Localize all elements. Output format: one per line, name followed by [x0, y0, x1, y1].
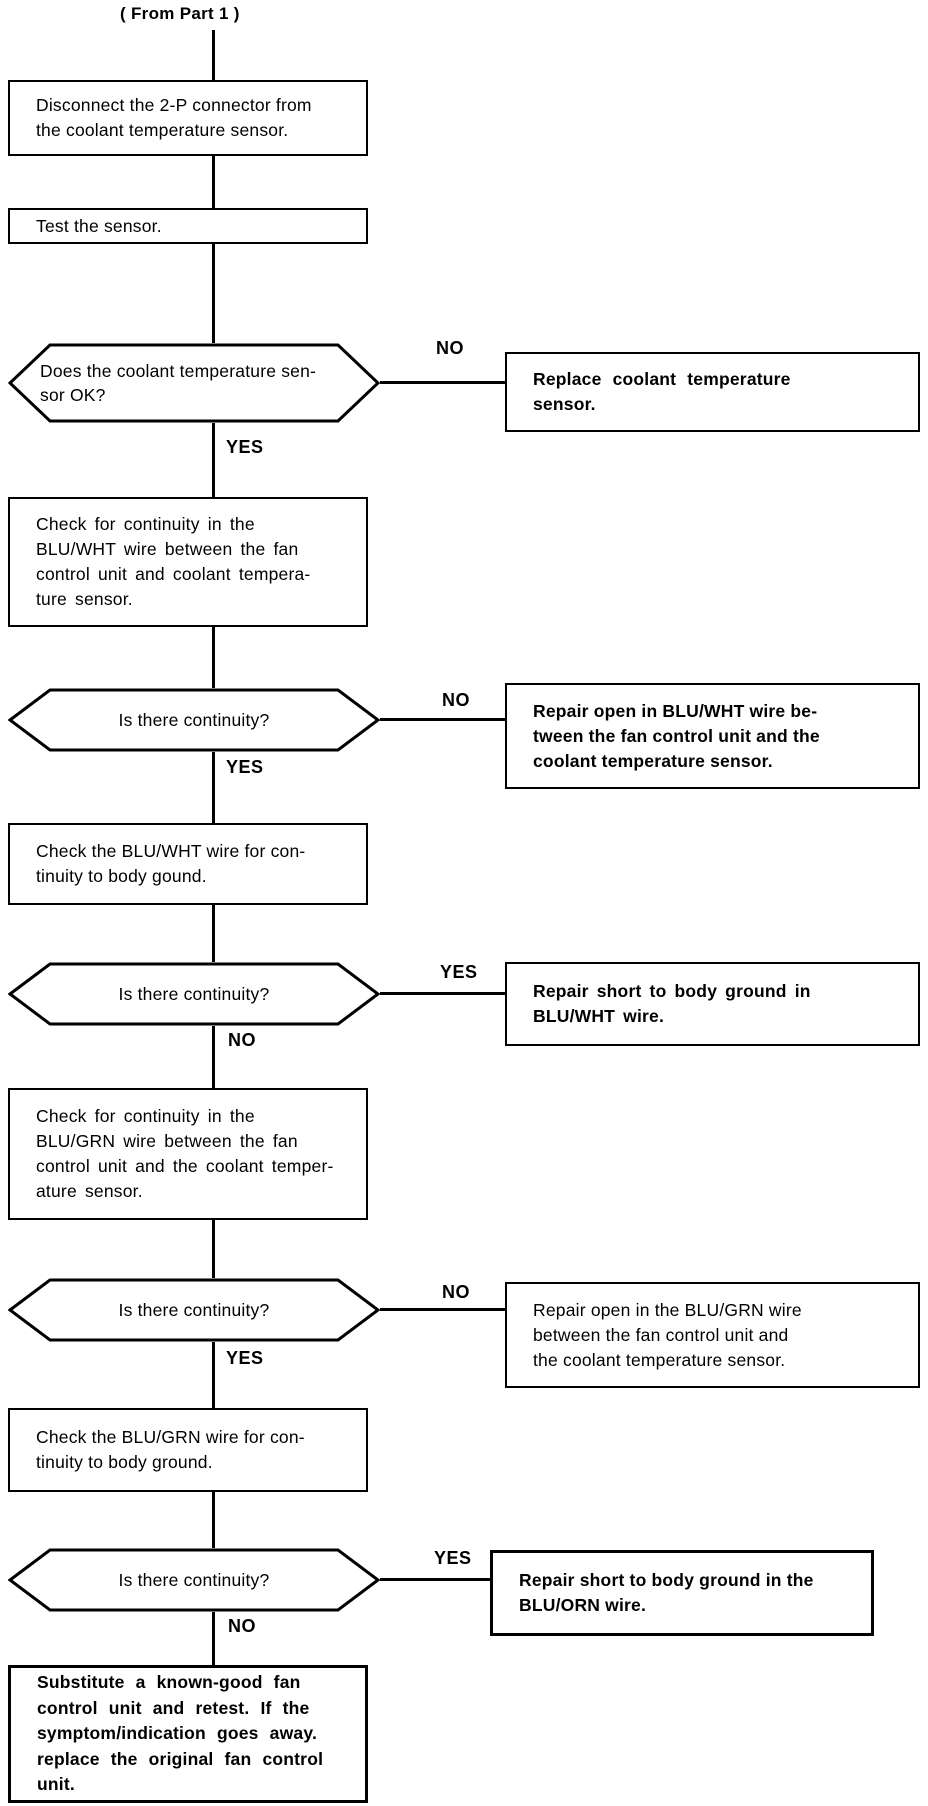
connector-line [212, 752, 215, 823]
connector-line [212, 1026, 215, 1088]
branch-label-yes: YES [226, 1348, 264, 1368]
branch-label-yes: YES [226, 757, 264, 777]
connector-line [212, 627, 215, 688]
connector-line [212, 156, 215, 208]
hexagon-shape [8, 688, 380, 752]
connector-line [380, 992, 505, 995]
hexagon-shape [8, 962, 380, 1026]
connector-line [212, 244, 215, 343]
connector-line [212, 1492, 215, 1548]
decision-sensor-ok: Does the coolant temperature sen- sor OK… [8, 343, 380, 423]
branch-label-no: NO [228, 1616, 256, 1636]
decision-continuity-4: Is there continuity? [8, 1548, 380, 1612]
connector-line [212, 423, 215, 497]
process-test-sensor: Test the sensor. [8, 208, 368, 244]
connector-line [380, 1578, 490, 1581]
decision-continuity-3: Is there continuity? [8, 1278, 380, 1342]
action-repair-short-blu-orn: Repair short to body ground in the BLU/O… [490, 1550, 874, 1636]
action-repair-open-blu-grn: Repair open in the BLU/GRN wire between … [505, 1282, 920, 1388]
process-substitute-fan-control-unit: Substitute a known-good fan control unit… [8, 1665, 368, 1803]
branch-label-yes: YES [440, 962, 478, 982]
connector-line [380, 718, 505, 721]
branch-label-no: NO [436, 338, 464, 358]
connector-line [212, 1342, 215, 1408]
connector-line [212, 30, 215, 80]
process-check-continuity-blu-grn: Check for continuity in the BLU/GRN wire… [8, 1088, 368, 1220]
branch-label-no: NO [228, 1030, 256, 1050]
connector-line [212, 905, 215, 962]
branch-label-no: NO [442, 1282, 470, 1302]
process-check-blu-wht-body-ground: Check the BLU/WHT wire for con- tinuity … [8, 823, 368, 905]
action-repair-open-blu-wht: Repair open in BLU/WHT wire be- tween th… [505, 683, 920, 789]
connector-line [380, 381, 505, 384]
process-check-blu-grn-body-ground: Check the BLU/GRN wire for con- tinuity … [8, 1408, 368, 1492]
hexagon-shape [8, 1548, 380, 1612]
from-part-1-label: ( From Part 1 ) [120, 4, 240, 23]
process-disconnect-connector: Disconnect the 2-P connector from the co… [8, 80, 368, 156]
connector-line [380, 1308, 505, 1311]
decision-continuity-1: Is there continuity? [8, 688, 380, 752]
action-repair-short-blu-wht: Repair short to body ground in BLU/WHT w… [505, 962, 920, 1046]
process-check-continuity-blu-wht: Check for continuity in the BLU/WHT wire… [8, 497, 368, 627]
branch-label-no: NO [442, 690, 470, 710]
hexagon-shape [8, 343, 380, 423]
action-replace-sensor: Replace coolant temperature sensor. [505, 352, 920, 432]
decision-continuity-2: Is there continuity? [8, 962, 380, 1026]
connector-line [212, 1612, 215, 1665]
branch-label-yes: YES [226, 437, 264, 457]
connector-line [212, 1220, 215, 1278]
branch-label-yes: YES [434, 1548, 472, 1568]
hexagon-shape [8, 1278, 380, 1342]
